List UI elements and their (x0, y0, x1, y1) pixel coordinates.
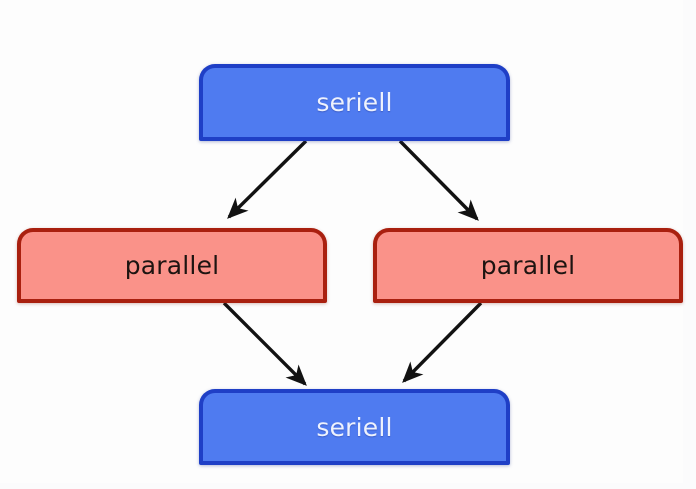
node-label: parallel (480, 251, 576, 280)
panel-edge-bottom (0, 483, 696, 489)
node-label: seriell (316, 412, 393, 442)
node-seriell-top[interactable]: seriell (199, 64, 510, 141)
edge-right-to-bottom (402, 301, 483, 383)
node-label: seriell (316, 88, 393, 117)
edge-top-to-right (398, 139, 479, 221)
node-parallel-left[interactable]: parallel (17, 228, 327, 303)
node-parallel-right[interactable]: parallel (373, 228, 683, 303)
edge-top-to-left (227, 139, 308, 219)
edge-left-to-bottom (222, 301, 307, 386)
node-seriell-bottom[interactable]: seriell (199, 389, 510, 465)
node-label: parallel (124, 251, 220, 280)
panel-edge-right (683, 0, 696, 489)
